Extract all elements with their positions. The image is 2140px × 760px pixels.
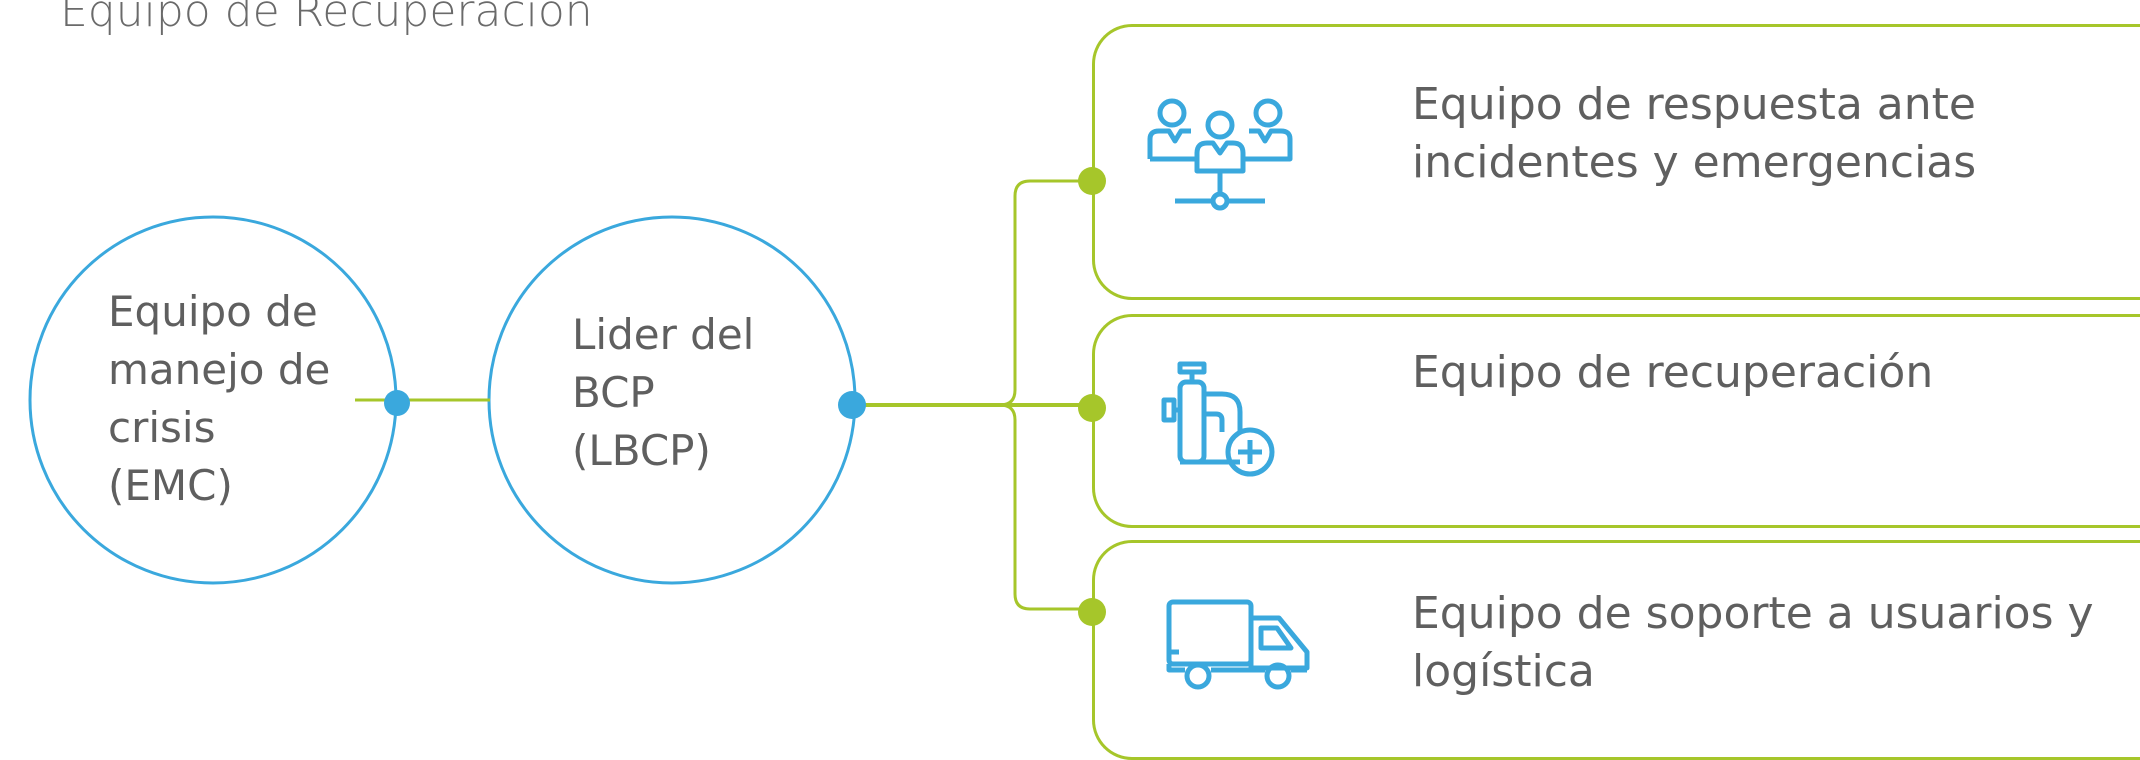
pipe-plus-icon [1161, 361, 1275, 477]
lbcp-connector-dot [838, 391, 866, 419]
team-label-support: Equipo de soporte a usuarios y logística [1412, 588, 2094, 697]
branch-connector-top [852, 179, 1092, 407]
lbcp-label: Lider del BCP (LBCP) [572, 310, 755, 475]
connector-layer [28, 179, 1092, 611]
team-label-recovery: Equipo de recuperación [1412, 347, 1934, 398]
emc-label: Equipo de manejo de crisis (EMC) [108, 287, 331, 510]
diagram-title: Equipo de Recuperación [60, 0, 593, 37]
people-network-icon [1147, 98, 1293, 211]
team-label-response: Equipo de respuesta ante incidentes y em… [1412, 79, 1977, 188]
delivery-truck-icon [1166, 599, 1310, 690]
team-box-recovery [1092, 314, 2140, 528]
emc-connector-dot [384, 390, 410, 416]
branch-connector-bottom [852, 403, 1092, 611]
team-box-response [1092, 24, 2140, 300]
